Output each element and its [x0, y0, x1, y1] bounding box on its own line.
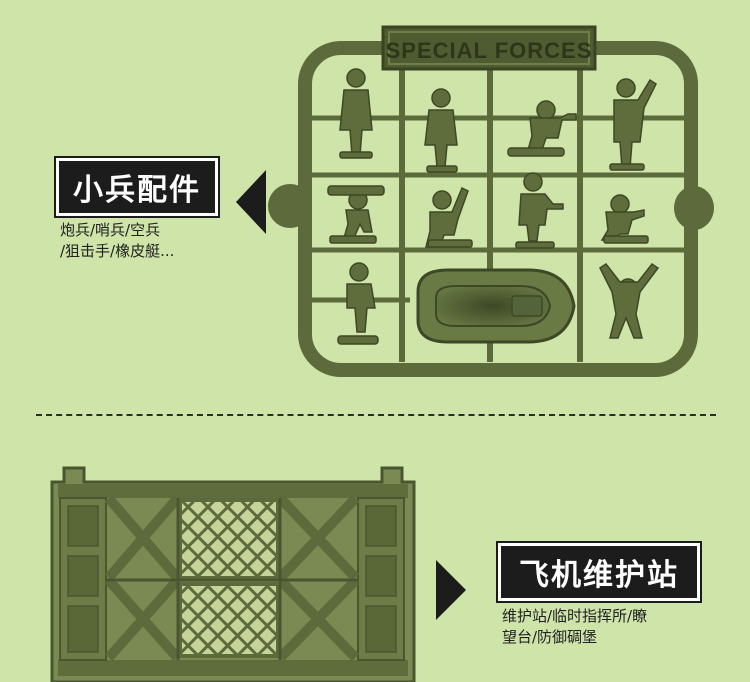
pointer-arrow-left: [236, 170, 266, 234]
soldier-figure-waving: [609, 78, 657, 171]
soldier-figure-kneeling-aim: [600, 194, 649, 244]
soldier-description-line-2: /狙击手/橡皮艇...: [60, 242, 175, 260]
soldier-figure-paratrooper: [599, 262, 660, 339]
soldier-figures: [327, 68, 660, 345]
maintenance-station-panel: [50, 466, 416, 682]
soldier-figure-bazooka: [327, 185, 385, 244]
rubber-boat: [416, 268, 576, 344]
soldier-figure-signaling: [425, 186, 473, 248]
soldier-figure-rifleman: [515, 172, 564, 249]
soldier-accessories-title-text: 小兵配件: [73, 173, 201, 208]
pointer-arrow-right: [436, 560, 466, 620]
special-forces-banner: SPECIAL FORCES: [381, 25, 597, 71]
mesh-window-upper: [178, 498, 280, 580]
maintenance-station-description: 维护站/临时指挥所/瞭 望台/防御碉堡: [502, 606, 702, 648]
soldier-accessories-description: 炮兵/哨兵/空兵 /狙击手/橡皮艇...: [60, 220, 240, 262]
maintenance-station-title: 飞机维护站: [496, 541, 702, 603]
station-description-line-1: 维护站/临时指挥所/瞭: [502, 607, 648, 625]
soldier-accessories-title: 小兵配件: [54, 156, 220, 218]
station-description-line-2: 望台/防御碉堡: [502, 628, 598, 646]
soldier-figure-standing-1: [339, 68, 373, 159]
soldier-figure-patrol: [337, 262, 379, 345]
soldier-description-line-1: 炮兵/哨兵/空兵: [60, 221, 161, 239]
maintenance-station-title-text: 飞机维护站: [519, 558, 679, 593]
banner-text: SPECIAL FORCES: [386, 38, 593, 63]
soldier-figure-standing-2: [424, 88, 458, 173]
section-divider: [36, 414, 716, 416]
soldier-figure-kneeling-rifle: [507, 100, 577, 157]
mesh-window-lower: [178, 582, 280, 658]
